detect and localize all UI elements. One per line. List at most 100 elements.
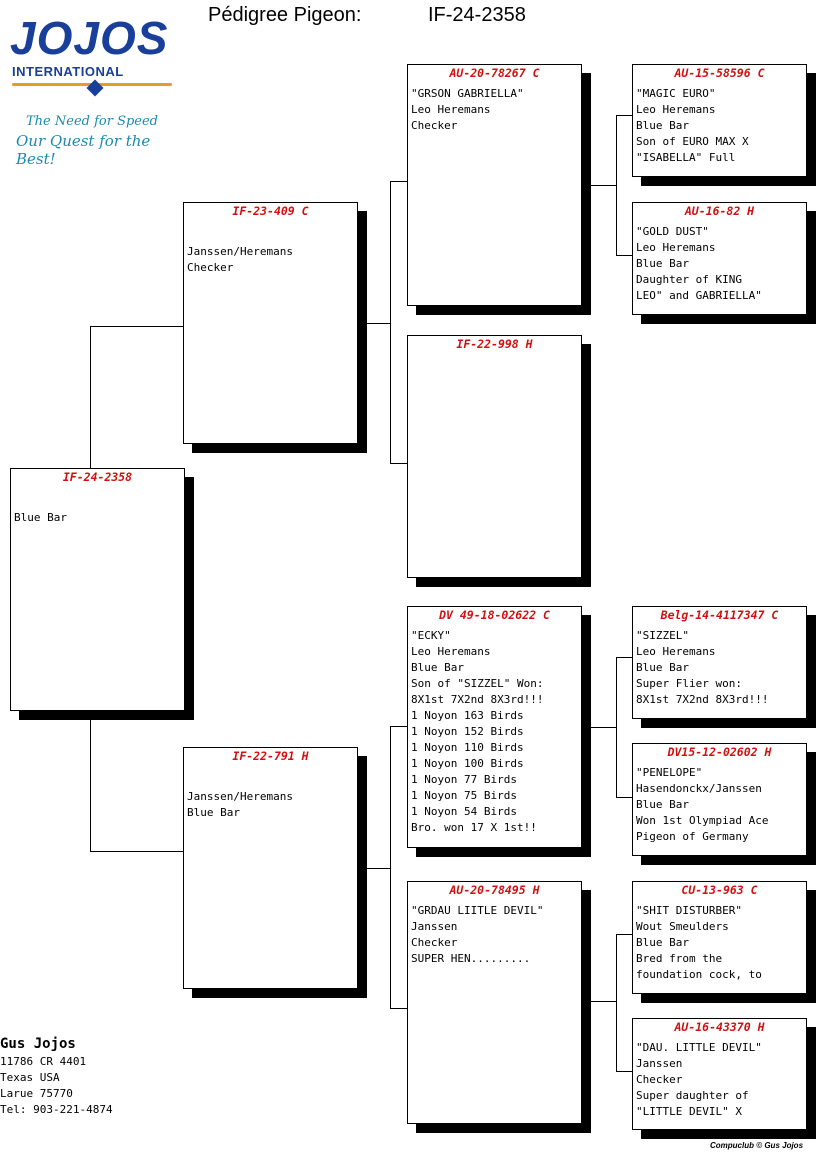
connector — [616, 657, 617, 798]
card-line: 1 Noyon 152 Birds — [411, 725, 524, 738]
card-line: Won 1st Olympiad Ace — [636, 814, 769, 827]
card-line: Leo Heremans — [636, 103, 716, 116]
card-line: 1 Noyon 77 Birds — [411, 773, 517, 786]
pigeon-card-sire-dam[interactable]: IF-22-998 H — [407, 335, 582, 578]
connector — [357, 868, 391, 869]
connector — [616, 934, 617, 1072]
ring-number: AU-16-82 H — [684, 204, 755, 218]
connector — [390, 463, 407, 464]
jojos-logo: JOJOS INTERNATIONAL The Need for Speed O… — [8, 10, 178, 168]
pigeon-card-subject[interactable]: IF-24-2358 Blue Bar — [10, 468, 185, 711]
connector — [90, 326, 183, 327]
card-line: "ECKY" — [411, 629, 451, 642]
card-line: Bred from the — [636, 952, 723, 965]
pigeon-card-ss-dam[interactable]: AU-16-82 H "GOLD DUST" Leo Heremans Blue… — [632, 202, 807, 315]
card-line: Leo Heremans — [636, 241, 716, 254]
card-line: Checker — [636, 1073, 683, 1086]
owner-phone: Tel: 903-221-4874 — [0, 1103, 113, 1116]
card-line: "GOLD DUST" — [636, 225, 709, 238]
card-line: 8X1st 7X2nd 8X3rd!!! — [636, 693, 769, 706]
card-line: Blue Bar — [636, 661, 689, 674]
card-line: 1 Noyon 54 Birds — [411, 805, 517, 818]
card-line: "GRSON GABRIELLA" — [411, 87, 524, 100]
card-line: Janssen — [411, 920, 458, 933]
connector — [616, 934, 632, 935]
connector — [390, 181, 391, 464]
logo-subtitle: INTERNATIONAL — [12, 64, 124, 79]
connector — [616, 115, 632, 116]
card-line: Leo Heremans — [411, 645, 491, 658]
owner-address-line: Larue 75770 — [0, 1087, 73, 1100]
pigeon-card-dam-dam[interactable]: AU-20-78495 H "GRDAU LIITLE DEVIL" Janss… — [407, 881, 582, 1124]
card-line: Daughter of KING — [636, 273, 742, 286]
card-line: "PENELOPE" — [636, 766, 703, 779]
connector — [90, 851, 183, 852]
connector — [580, 185, 617, 186]
pigeon-card-dd-sire[interactable]: CU-13-963 C "SHIT DISTURBER" Wout Smeuld… — [632, 881, 807, 994]
connector — [390, 181, 407, 182]
card-line: Super Flier won: — [636, 677, 742, 690]
ring-number: DV15-12-02602 H — [667, 745, 772, 759]
pigeon-card-dd-dam[interactable]: AU-16-43370 H "DAU. LITTLE DEVIL" Jansse… — [632, 1018, 807, 1130]
pigeon-card-sire[interactable]: IF-23-409 C Janssen/Heremans Checker — [183, 202, 358, 444]
pigeon-card-ds-dam[interactable]: DV15-12-02602 H "PENELOPE" Hasendonckx/J… — [632, 743, 807, 856]
card-line: SUPER HEN......... — [411, 952, 531, 965]
card-line: "MAGIC EURO" — [636, 87, 716, 100]
card-line: "DAU. LITTLE DEVIL" — [636, 1041, 762, 1054]
card-line: Leo Heremans — [411, 103, 491, 116]
owner-address-line: Texas USA — [0, 1071, 60, 1084]
card-line: 1 Noyon 163 Birds — [411, 709, 524, 722]
connector — [90, 710, 91, 851]
owner-name: Gus Jojos — [0, 1036, 76, 1052]
card-line: Son of EURO MAX X — [636, 135, 749, 148]
connector — [580, 1001, 617, 1002]
ring-number: IF-23-409 C — [232, 204, 309, 218]
card-line: Janssen/Heremans — [187, 245, 293, 258]
connector — [390, 1008, 407, 1009]
card-line: Checker — [411, 936, 458, 949]
card-line: Leo Heremans — [636, 645, 716, 658]
connector — [90, 326, 91, 468]
ring-number: DV 49-18-02622 C — [439, 608, 550, 622]
card-line: Hasendonckx/Janssen — [636, 782, 762, 795]
card-line: Wout Smeulders — [636, 920, 729, 933]
connector — [390, 726, 407, 727]
logo-tagline-2: Our Quest for the Best! — [16, 132, 151, 168]
card-line: 8X1st 7X2nd 8X3rd!!! — [411, 693, 544, 706]
card-line: Janssen/Heremans — [187, 790, 293, 803]
page-title: Pédigree Pigeon: IF-24-2358 — [208, 4, 526, 27]
card-line: "ISABELLA" Full — [636, 151, 736, 164]
pigeon-card-dam[interactable]: IF-22-791 H Janssen/Heremans Blue Bar — [183, 747, 358, 989]
ring-number: IF-24-2358 — [62, 470, 133, 484]
card-line: Blue Bar — [636, 257, 689, 270]
pigeon-card-dam-sire[interactable]: DV 49-18-02622 C "ECKY" Leo Heremans Blu… — [407, 606, 582, 848]
pigeon-card-ds-sire[interactable]: Belg-14-4117347 C "SIZZEL" Leo Heremans … — [632, 606, 807, 719]
pigeon-card-ss-sire[interactable]: AU-15-58596 C "MAGIC EURO" Leo Heremans … — [632, 64, 807, 177]
connector — [580, 727, 617, 728]
ring-number: AU-20-78267 C — [449, 66, 540, 80]
pigeon-card-sire-sire[interactable]: AU-20-78267 C "GRSON GABRIELLA" Leo Here… — [407, 64, 582, 306]
ring-number: IF-22-791 H — [232, 749, 309, 763]
card-line: Blue Bar — [636, 119, 689, 132]
card-line: "SIZZEL" — [636, 629, 689, 642]
ring-number: IF-22-998 H — [456, 337, 533, 351]
logo-tagline-1: The Need for Speed — [26, 114, 159, 129]
card-line: "SHIT DISTURBER" — [636, 904, 742, 917]
card-line: 1 Noyon 75 Birds — [411, 789, 517, 802]
connector — [616, 255, 632, 256]
connector — [616, 797, 632, 798]
ring-number: AU-16-43370 H — [674, 1020, 765, 1034]
card-line: Pigeon of Germany — [636, 830, 749, 843]
connector — [390, 726, 391, 1009]
logo-brand: JOJOS — [10, 12, 169, 64]
card-line: foundation cock, to — [636, 968, 762, 981]
owner-address-line: 11786 CR 4401 — [0, 1055, 87, 1068]
footer-credit: Compuclub © Gus Jojos — [710, 1141, 804, 1150]
card-line: Checker — [187, 261, 234, 274]
ring-number: Belg-14-4117347 C — [660, 608, 779, 622]
ring-number: AU-20-78495 H — [449, 883, 540, 897]
card-line: Blue Bar — [14, 511, 67, 524]
card-line: Blue Bar — [187, 806, 240, 819]
card-line: Son of "SIZZEL" Won: — [411, 677, 544, 690]
card-line: "GRDAU LIITLE DEVIL" — [411, 904, 544, 917]
